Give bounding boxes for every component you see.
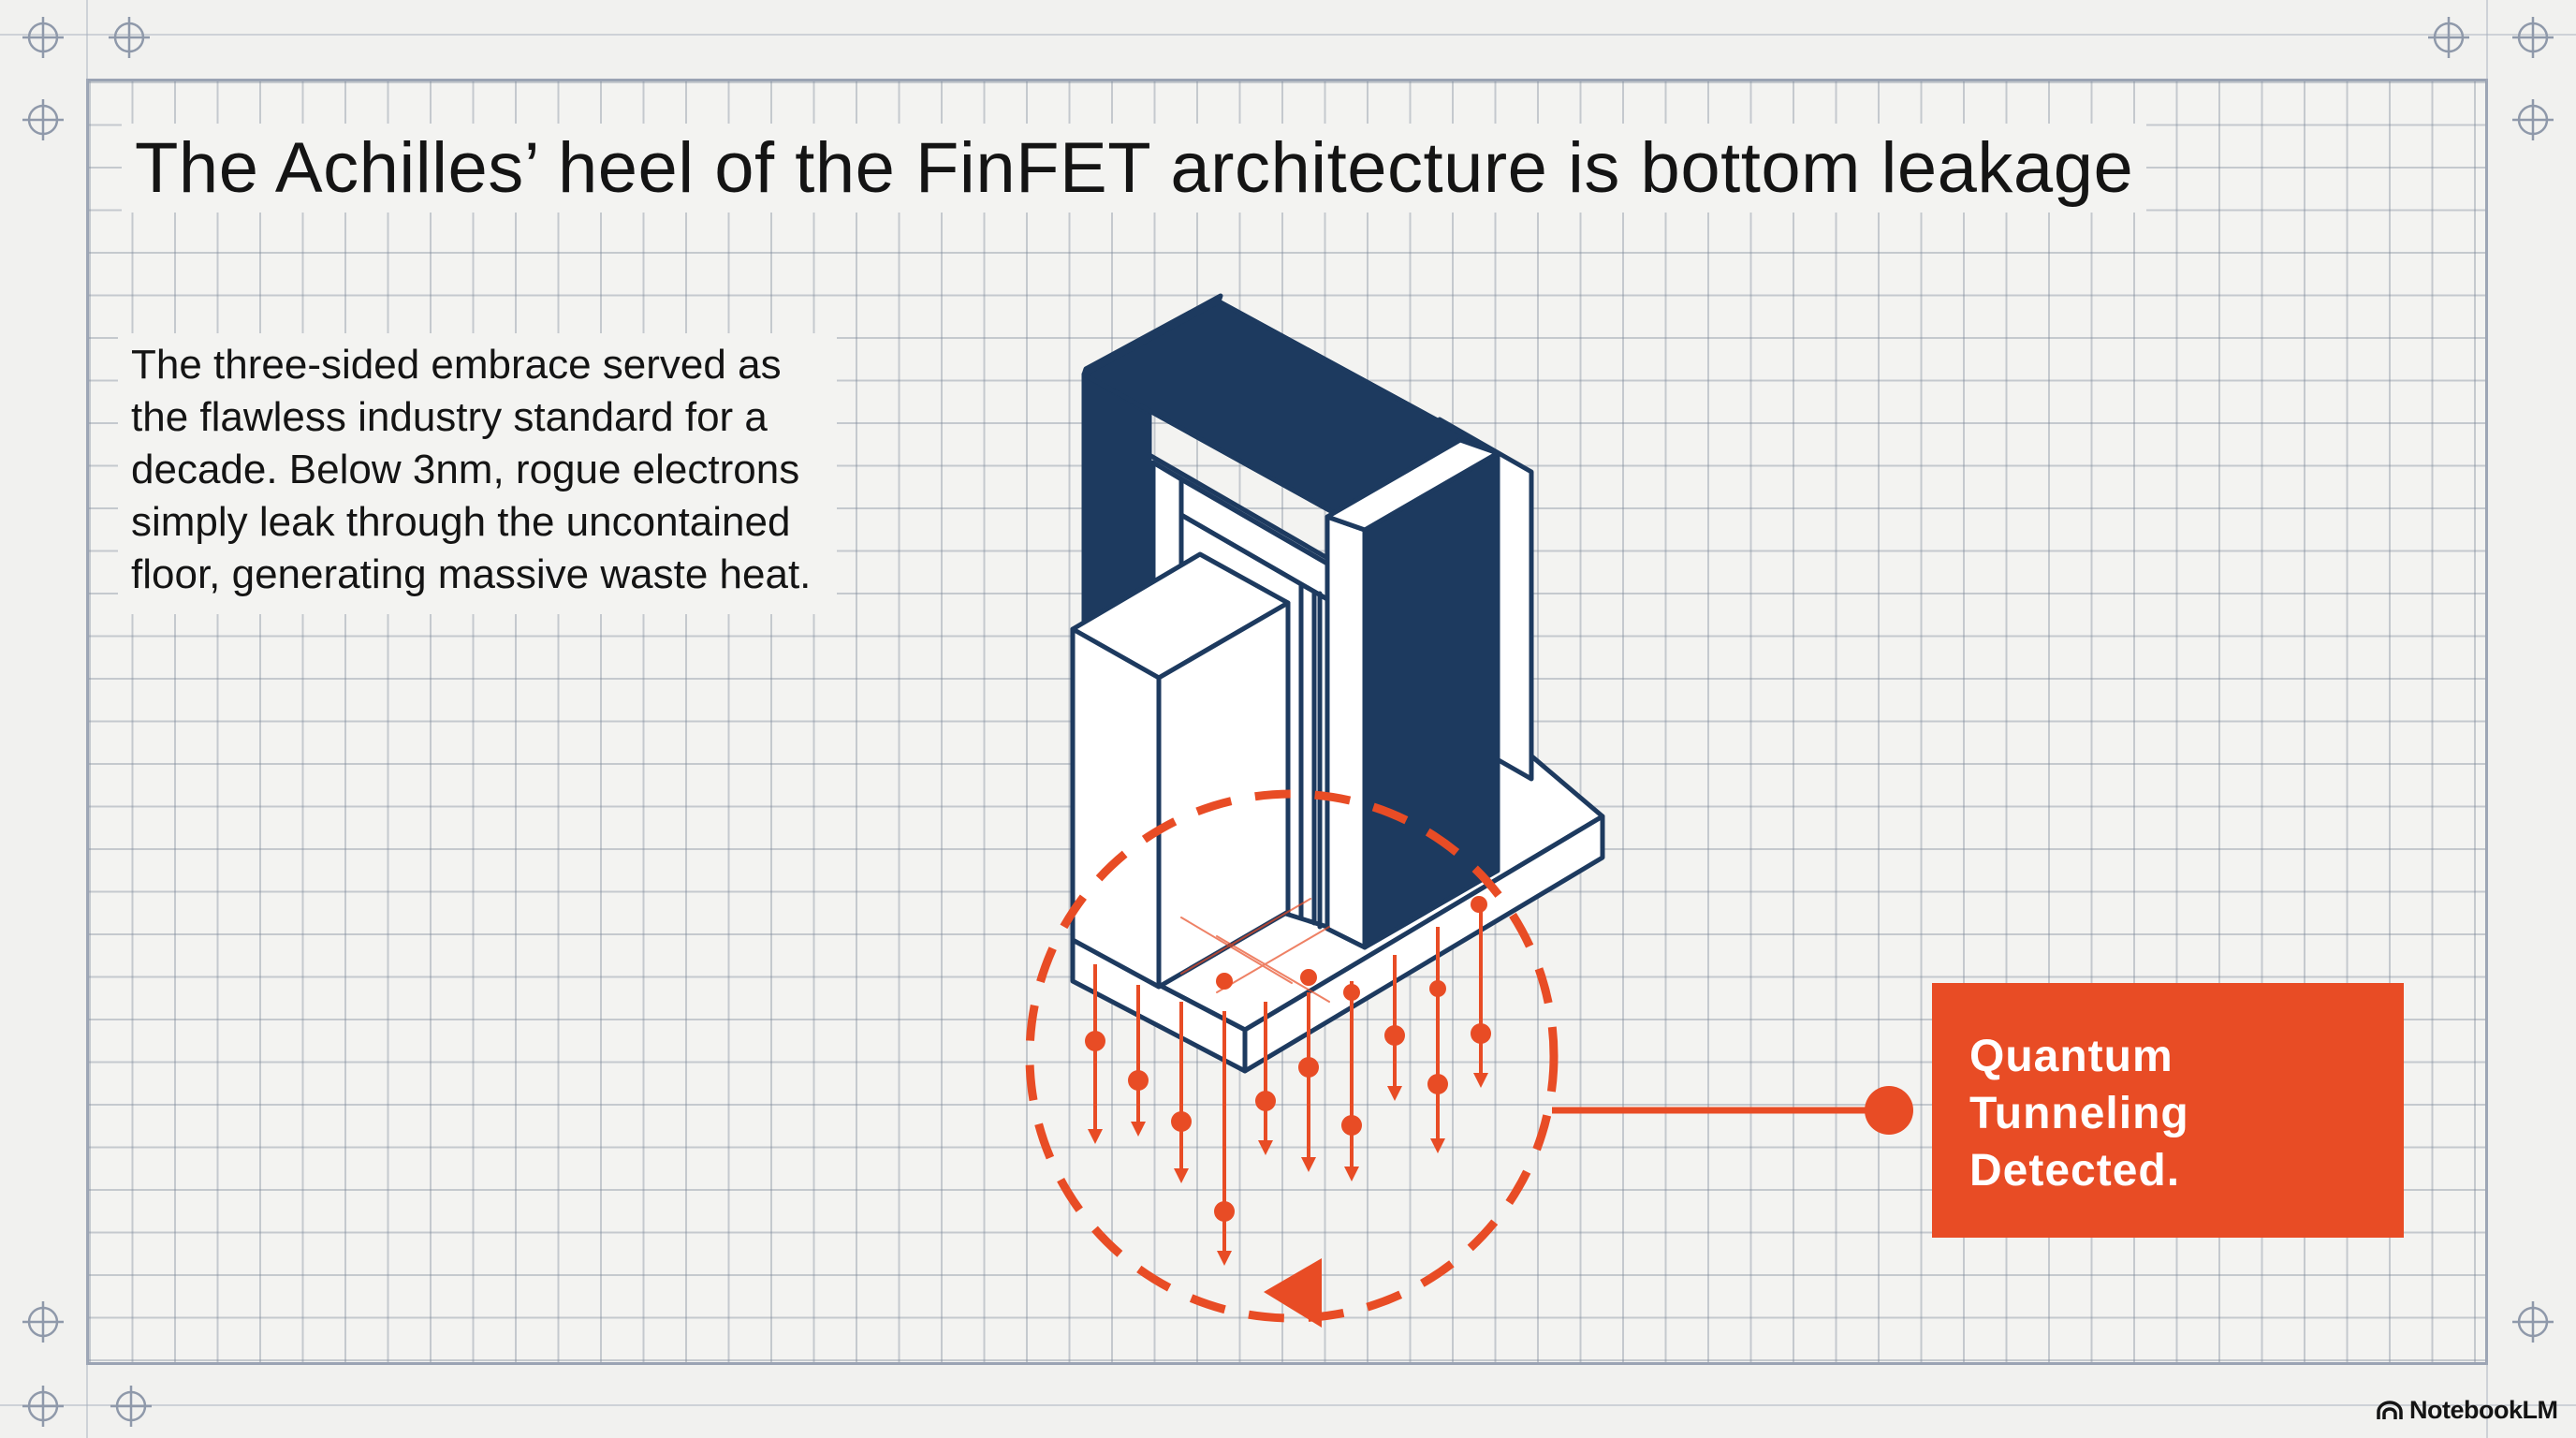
leakage-loop [1025, 789, 1559, 1328]
crosshair-icon [22, 1386, 64, 1427]
crosshair-icon [22, 17, 64, 58]
slide-title: The Achilles’ heel of the FinFET archite… [122, 124, 2147, 213]
crosshair-icon [2512, 1301, 2554, 1343]
crosshair-icon [109, 17, 150, 58]
crosshair-icon [2428, 17, 2469, 58]
guide-rule-left [86, 0, 88, 1438]
crosshair-icon [22, 99, 64, 140]
callout-box: Quantum Tunneling Detected. [1932, 983, 2404, 1238]
slide-body-text: The three-sided embrace served as the fl… [118, 333, 837, 614]
guide-rule-bottom [0, 1404, 2576, 1406]
guide-rule-right [2486, 0, 2488, 1438]
callout-text: Quantum Tunneling Detected. [1969, 1032, 2189, 1196]
guide-rule-top [0, 34, 2576, 36]
crosshair-icon [2512, 99, 2554, 140]
leakage-floor-hatch [1180, 898, 1330, 1003]
triangle-arrow-icon [1264, 1258, 1322, 1328]
callout-connector [1552, 1086, 1913, 1135]
brand-label: NotebookLM [2409, 1395, 2558, 1424]
crosshair-icon [22, 1301, 64, 1343]
fin-source-block [1070, 551, 1291, 990]
leaking-electrons [1085, 896, 1491, 1266]
crosshair-icon [110, 1386, 152, 1427]
notebooklm-logo-icon [2377, 1401, 2403, 1419]
crosshair-icon [2512, 17, 2554, 58]
branding: NotebookLM [2376, 1393, 2558, 1427]
